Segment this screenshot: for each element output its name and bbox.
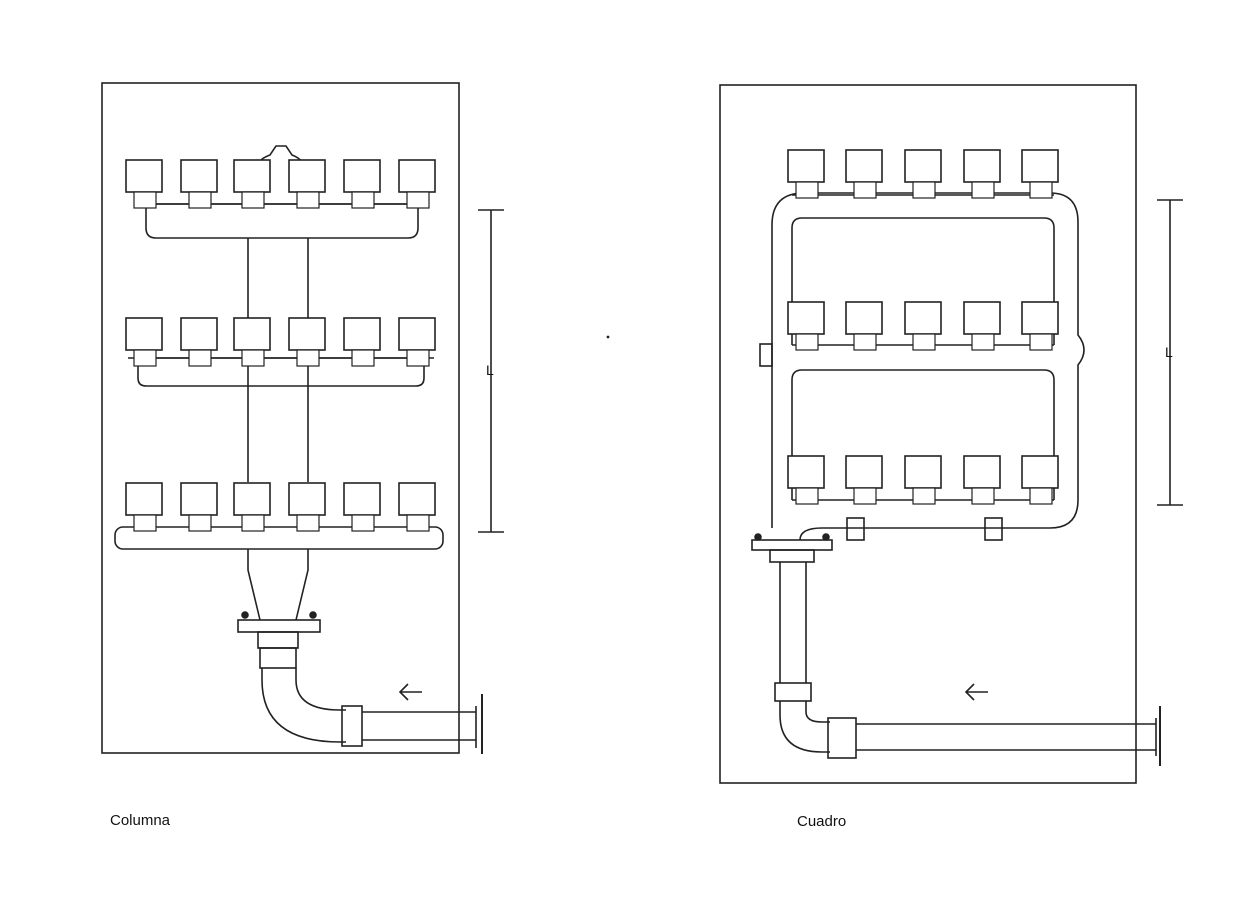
water-meter xyxy=(845,149,883,199)
columna-elbow xyxy=(261,668,346,743)
cuadro-cabinet xyxy=(719,84,1137,784)
water-meter xyxy=(1021,455,1059,505)
water-meter xyxy=(904,149,942,199)
water-meter xyxy=(963,455,1001,505)
columna-manifold-top xyxy=(145,203,419,239)
water-meter xyxy=(343,482,381,532)
cuadro-meter-row-middle xyxy=(787,301,1059,351)
columna-caption: Columna xyxy=(110,812,171,829)
columna-manifold-bottom xyxy=(114,526,444,550)
scan-speck xyxy=(606,335,610,339)
cuadro-diagram xyxy=(719,84,1183,784)
cuadro-inner-loop-top xyxy=(791,217,1055,345)
cuadro-meter-row-top xyxy=(787,149,1059,199)
water-meter xyxy=(180,159,218,209)
columna-dimension-label: L xyxy=(486,362,494,378)
water-meter xyxy=(963,301,1001,351)
cuadro-coupling xyxy=(774,682,812,702)
cuadro-flow-arrow xyxy=(964,683,988,701)
cuadro-side-valve xyxy=(759,343,773,367)
columna-reducer xyxy=(247,549,309,621)
water-meter xyxy=(1021,149,1059,199)
water-meter xyxy=(1021,301,1059,351)
columna-cabinet xyxy=(101,82,460,754)
columna-diagram xyxy=(101,82,504,754)
water-meter xyxy=(904,301,942,351)
water-meter xyxy=(288,159,326,209)
cuadro-inner-loop-bottom xyxy=(791,369,1055,500)
cuadro-valve xyxy=(984,517,1003,541)
cuadro-flange xyxy=(751,539,833,551)
columna-meter-row-top xyxy=(125,159,436,209)
columna-meter-row-bottom xyxy=(125,482,436,532)
water-meter xyxy=(288,482,326,532)
columna-dimension xyxy=(478,209,504,533)
columna-manifold-middle xyxy=(137,357,425,387)
cuadro-caption: Cuadro xyxy=(797,813,847,830)
water-meter xyxy=(963,149,1001,199)
cuadro-dimension-label: L xyxy=(1165,344,1173,360)
water-meter xyxy=(787,149,825,199)
water-meter xyxy=(233,159,271,209)
cuadro-valve xyxy=(846,517,865,541)
water-meter xyxy=(125,482,163,532)
water-meter xyxy=(343,159,381,209)
water-meter xyxy=(904,455,942,505)
columna-flange xyxy=(237,619,321,633)
water-meter xyxy=(125,159,163,209)
water-meter xyxy=(787,455,825,505)
columna-coupling xyxy=(341,705,363,747)
cuadro-dimension xyxy=(1157,199,1183,506)
water-meter xyxy=(398,159,436,209)
cuadro-meter-row-bottom xyxy=(787,455,1059,505)
water-meter xyxy=(787,301,825,351)
cuadro-elbow xyxy=(779,701,830,753)
water-meter xyxy=(845,301,883,351)
columna-flow-arrow xyxy=(398,683,422,701)
water-meter xyxy=(233,482,271,532)
water-meter xyxy=(398,482,436,532)
water-meter xyxy=(845,455,883,505)
cuadro-inlet-coupling xyxy=(827,717,857,759)
water-meter xyxy=(180,482,218,532)
